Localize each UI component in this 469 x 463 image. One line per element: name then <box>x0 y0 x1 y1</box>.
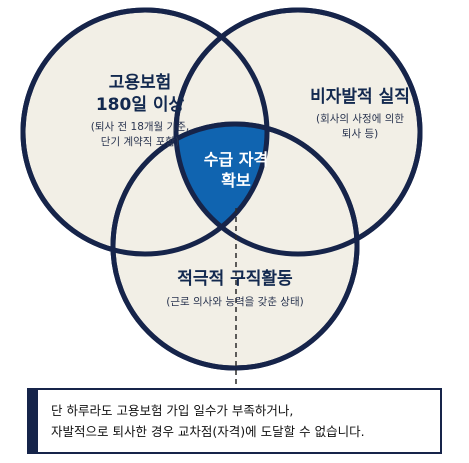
left-circle-label: 고용보험 180일 이상 (퇴사 전 18개월 기준, 단기 계약직 포함) <box>55 72 225 150</box>
venn-diagram <box>20 7 423 388</box>
right-circle-sub-2: 퇴사 등) <box>341 128 379 140</box>
left-circle-sub-1: (퇴사 전 18개월 기준, <box>90 121 190 133</box>
center-label: 수급 자격 확보 <box>186 149 286 191</box>
circle-outline-right <box>173 7 423 257</box>
note-box: 단 하루라도 고용보험 가입 일수가 부족하거나, 자발적으로 퇴사한 경우 교… <box>27 388 442 454</box>
bottom-circle-sub: (근로 의사와 능력을 갖춘 상태) <box>166 296 304 308</box>
note-line-2: 자발적으로 퇴사한 경우 교차점(자격)에 도달할 수 없습니다. <box>51 424 365 439</box>
note-text: 단 하루라도 고용보험 가입 일수가 부족하거나, 자발적으로 퇴사한 경우 교… <box>51 400 434 442</box>
left-circle-sub-2: 단기 계약직 포함) <box>100 136 180 148</box>
bottom-circle-title: 적극적 구직활동 <box>177 269 293 289</box>
bottom-circle-label: 적극적 구직활동 (근로 의사와 능력을 갖춘 상태) <box>130 268 340 310</box>
center-label-2: 확보 <box>221 171 251 190</box>
circle-outline-bottom <box>110 121 360 371</box>
left-circle-title-2: 180일 이상 <box>95 95 185 115</box>
right-circle-sub-1: (회사의 사정에 의한 <box>315 113 405 125</box>
circle-outline-left <box>20 7 270 257</box>
center-label-1: 수급 자격 <box>203 150 269 169</box>
left-circle-title-1: 고용보험 <box>108 73 172 93</box>
note-line-1: 단 하루라도 고용보험 가입 일수가 부족하거나, <box>51 403 294 418</box>
right-circle-title: 비자발적 실직 <box>310 87 410 107</box>
right-circle-label: 비자발적 실직 (회사의 사정에 의한 퇴사 등) <box>275 86 445 142</box>
note-accent-bar <box>29 390 38 452</box>
